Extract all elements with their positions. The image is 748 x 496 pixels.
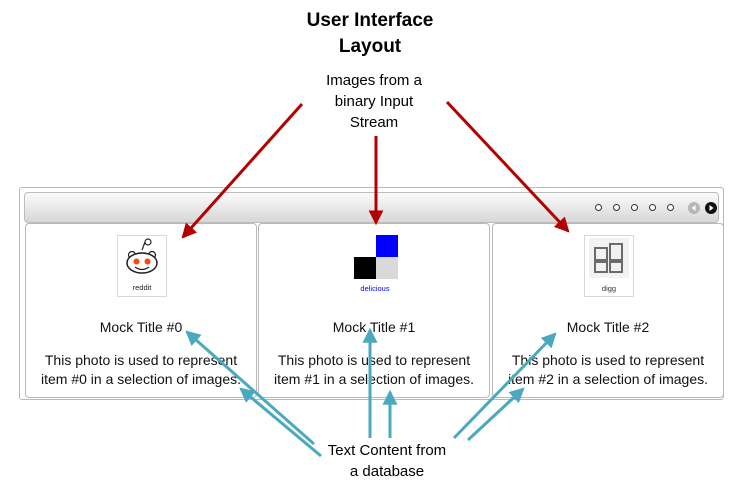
carousel-toolbar [24, 192, 719, 223]
top-annotation-line-1: Images from a [326, 72, 422, 89]
digg-image-label: digg [602, 284, 616, 293]
card-title: Mock Title #1 [332, 319, 416, 335]
card-title: Mock Title #2 [566, 319, 650, 335]
card-description-line-2: item #0 in a selection of images. [41, 371, 241, 387]
diagram-title-line-1: User Interface [306, 10, 434, 31]
card-description-line-1: This photo is used to represent [277, 352, 471, 368]
top-annotation: Images from a binary Input Stream [300, 70, 448, 133]
reddit-icon: reddit [126, 238, 158, 292]
delicious-image[interactable]: delicious [349, 235, 401, 297]
card-description-line-1: This photo is used to represent [44, 352, 238, 368]
page-dot-4[interactable] [649, 204, 656, 211]
card-description: This photo is used to represent item #0 … [32, 351, 250, 389]
card-description-line-1: This photo is used to represent [511, 352, 705, 368]
prev-arrow-icon [691, 205, 696, 211]
card-description-line-2: item #1 in a selection of images. [274, 371, 474, 387]
page-dot-2[interactable] [613, 204, 620, 211]
card-title: Mock Title #0 [99, 319, 183, 335]
bottom-annotation: Text Content from a database [300, 440, 474, 482]
delicious-icon: delicious [354, 235, 398, 293]
card-description-line-2: item #2 in a selection of images. [508, 371, 708, 387]
diagram-title-line-2: Layout [338, 36, 402, 57]
card-description: This photo is used to represent item #1 … [265, 351, 483, 389]
diagram-title: User Interface Layout [0, 8, 740, 60]
prev-button[interactable] [688, 202, 700, 214]
page-dot-1[interactable] [595, 204, 602, 211]
reddit-image[interactable]: reddit [117, 235, 167, 297]
next-button[interactable] [705, 202, 717, 214]
digg-icon: digg [589, 238, 629, 293]
top-annotation-line-2: binary Input [334, 93, 414, 110]
carousel-card-0[interactable]: reddit Mock Title #0 This photo is used … [25, 223, 257, 398]
delicious-image-label: delicious [360, 284, 389, 293]
carousel-card-1[interactable]: delicious Mock Title #1 This photo is us… [258, 223, 490, 398]
reddit-image-label: reddit [133, 283, 153, 292]
digg-image[interactable]: digg [584, 235, 634, 297]
card-description: This photo is used to represent item #2 … [499, 351, 717, 389]
bottom-annotation-line-2: a database [349, 463, 425, 480]
top-annotation-line-3: Stream [349, 114, 399, 131]
carousel-widget: reddit Mock Title #0 This photo is used … [19, 187, 724, 400]
next-arrow-icon [709, 205, 714, 211]
bottom-annotation-line-1: Text Content from [327, 442, 447, 459]
carousel-card-2[interactable]: digg Mock Title #2 This photo is used to… [492, 223, 724, 398]
page-dot-5[interactable] [667, 204, 674, 211]
page-dot-3[interactable] [631, 204, 638, 211]
